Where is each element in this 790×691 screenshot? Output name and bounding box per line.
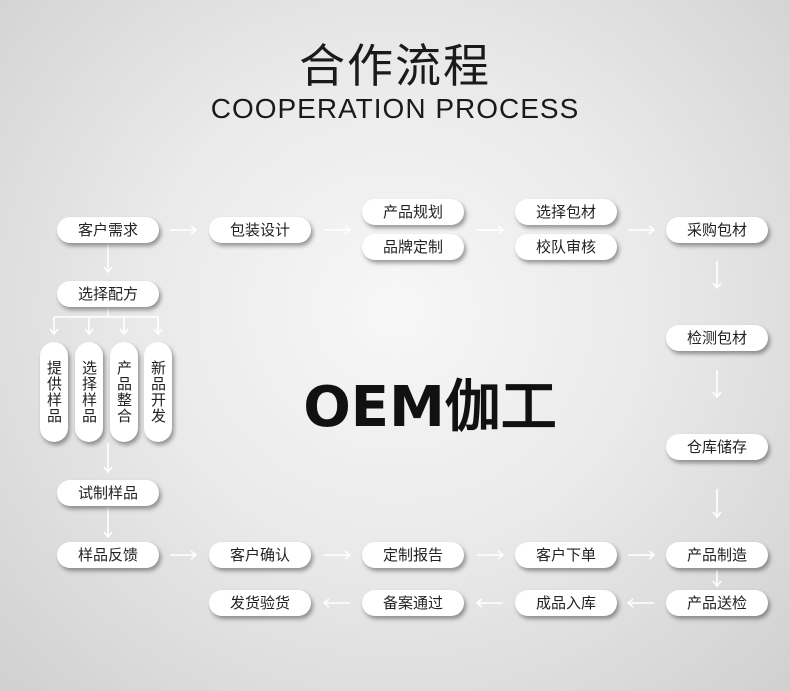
step-choose-formula: 选择配方	[57, 281, 159, 307]
center-title: OEM伽工	[303, 375, 557, 440]
arrow-left	[322, 598, 350, 608]
step-package-design: 包装设计	[209, 217, 311, 243]
step-customer-order: 客户下单	[515, 542, 617, 568]
arrow-down	[712, 370, 722, 399]
branch-line	[54, 306, 158, 318]
arrow-right	[477, 550, 505, 560]
step-team-review: 校队审核	[515, 234, 617, 260]
step-inspect-material: 检测包材	[666, 325, 768, 351]
arrow-right	[628, 550, 656, 560]
arrow-down	[103, 244, 113, 274]
arrow-right	[324, 225, 352, 235]
step-customer-demand: 客户需求	[57, 217, 159, 243]
step-brand-customization: 品牌定制	[362, 234, 464, 260]
arrow-down	[712, 489, 722, 519]
arrow-right	[170, 225, 198, 235]
step-sample-feedback: 样品反馈	[57, 542, 159, 568]
step-product-manufacture: 产品制造	[666, 542, 768, 568]
step-filing-approval: 备案通过	[362, 590, 464, 616]
arrow-down	[153, 317, 163, 336]
arrow-left	[626, 598, 654, 608]
step-choose-samples: 选择样品	[75, 342, 103, 442]
arrow-left	[475, 598, 503, 608]
step-trial-samples: 试制样品	[57, 480, 159, 506]
step-provide-samples: 提供样品	[40, 342, 68, 442]
step-customer-confirm: 客户确认	[209, 542, 311, 568]
arrow-down	[103, 507, 113, 539]
step-purchase-material: 采购包材	[666, 217, 768, 243]
step-finished-storage: 成品入库	[515, 590, 617, 616]
step-shipping-inspection: 发货验货	[209, 590, 311, 616]
step-warehouse-storage: 仓库储存	[666, 434, 768, 460]
arrow-right	[477, 225, 505, 235]
step-product-planning: 产品规划	[362, 199, 464, 225]
arrow-right	[324, 550, 352, 560]
page-title: 合作流程	[299, 39, 491, 93]
step-custom-report: 定制报告	[362, 542, 464, 568]
step-product-integration: 产品整合	[110, 342, 138, 442]
arrow-down	[119, 317, 129, 336]
arrow-right	[628, 225, 656, 235]
arrow-down	[712, 261, 722, 290]
step-choose-material: 选择包材	[515, 199, 617, 225]
page-subtitle: COOPERATION PROCESS	[210, 93, 580, 124]
arrow-down	[49, 317, 59, 336]
arrow-down	[103, 443, 113, 474]
step-product-inspection: 产品送检	[666, 590, 768, 616]
step-new-product-dev: 新品开发	[144, 342, 172, 442]
arrow-right	[170, 550, 198, 560]
arrow-down	[712, 570, 722, 588]
arrow-down	[84, 317, 94, 336]
